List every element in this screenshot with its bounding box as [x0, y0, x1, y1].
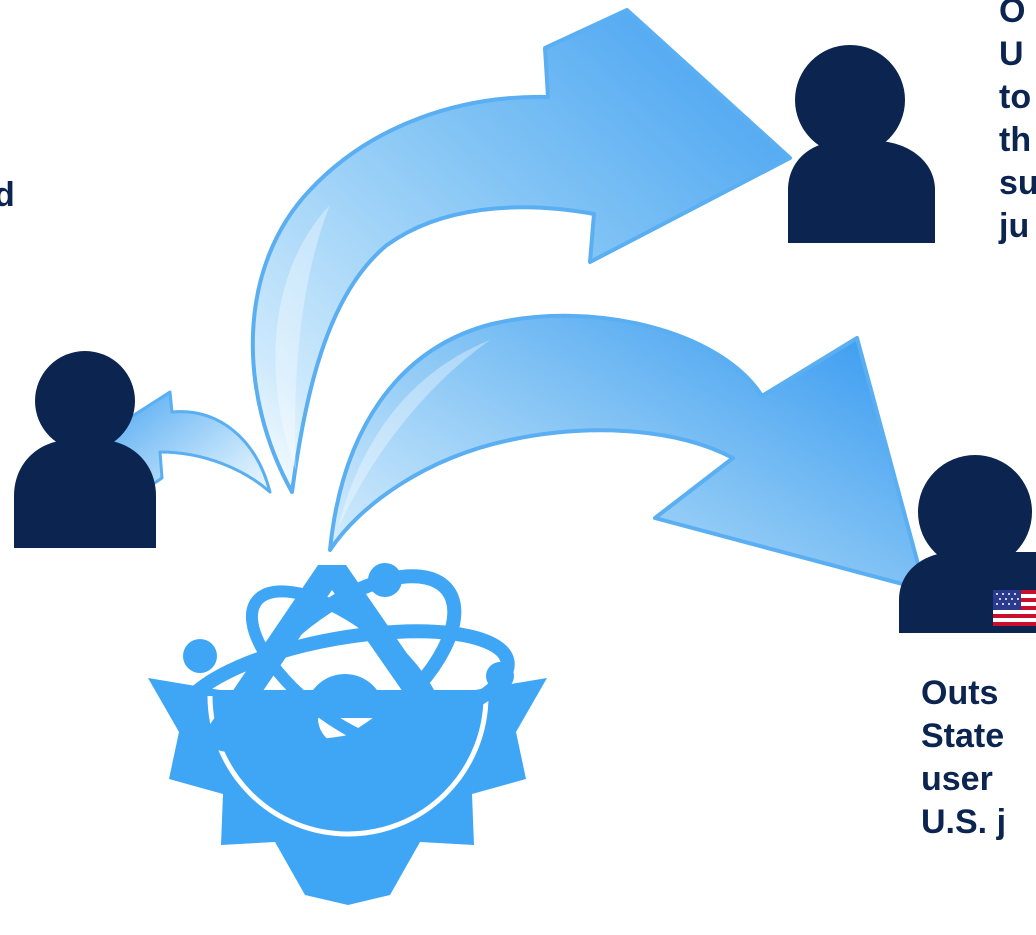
- arrow-to-bottom-right-user: [328, 313, 927, 592]
- user-left-body: [14, 440, 156, 548]
- atom-electron-3: [486, 662, 514, 690]
- atom-orbit-2: [228, 569, 462, 771]
- arrow-to-top-right-user-body: [250, 8, 792, 494]
- atom-electron-1: [368, 563, 402, 597]
- atom-orbit-3: [245, 585, 445, 755]
- user-left-head: [35, 351, 135, 451]
- gear-inner-cut: [207, 695, 489, 837]
- arrow-to-top-right-user-highlight: [275, 205, 330, 470]
- user-top-right-body: [788, 141, 935, 243]
- arrow-to-top-right-user: [250, 8, 792, 494]
- us-flag-icon: [993, 590, 1036, 626]
- bottom-right-user-caption: Outs State user U.S. j: [921, 674, 1007, 841]
- left-user-caption: d: [0, 176, 15, 214]
- user-top-right-icon: [788, 45, 935, 243]
- atom-gear-icon: [148, 563, 547, 905]
- top-right-user-caption: O U to th su ju: [999, 0, 1036, 245]
- user-top-right-head: [795, 45, 905, 155]
- user-bottom-right-head: [918, 455, 1032, 569]
- user-left-icon: [14, 351, 156, 548]
- arrow-to-bottom-right-user-body: [328, 313, 927, 592]
- atom-electron-2: [183, 639, 217, 673]
